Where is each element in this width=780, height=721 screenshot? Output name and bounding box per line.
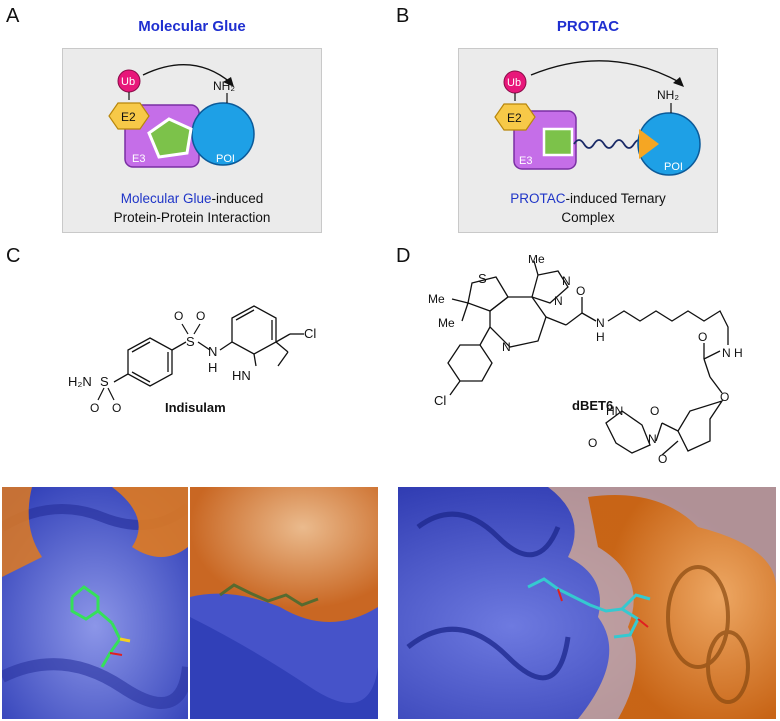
n-atom: N — [648, 432, 657, 446]
glutarimide-nh: HN — [606, 404, 623, 418]
panel-a-title: Molecular Glue — [138, 18, 246, 35]
h-atom: H — [734, 346, 743, 360]
nh2-label: NH₂ — [213, 79, 235, 93]
indole-benzene-ring — [231, 305, 277, 355]
o-atom: O — [196, 309, 205, 323]
protac-diagram: E3 POI NH₂ Ub E2 — [494, 60, 701, 176]
warhead-shape — [639, 129, 659, 159]
triazole-ring — [531, 270, 569, 304]
h-atom: H — [208, 360, 217, 375]
o-atom: O — [698, 330, 707, 344]
o-atom: O — [174, 309, 183, 323]
ubiquitin-transfer-arrow — [142, 64, 232, 84]
chlorophenyl-ring — [447, 344, 493, 382]
n-atom: N — [596, 316, 605, 330]
ubiquitin-transfer-arrow — [530, 60, 682, 84]
o-atom: O — [112, 401, 121, 415]
s-atom: S — [478, 271, 487, 286]
arrowhead-icon — [223, 77, 234, 87]
indisulam-structure: S O O N H HN Cl S H₂N O O — [68, 305, 316, 415]
o-atom: O — [576, 284, 585, 298]
n-atom: N — [502, 340, 511, 354]
panel-b-caption-line2: Complex — [561, 210, 615, 225]
n-atom: N — [722, 346, 731, 360]
panel-letter-b: B — [396, 5, 410, 27]
panel-b-title: PROTAC — [556, 18, 620, 35]
dbet6-ternary-complex-render — [398, 487, 776, 719]
linker-shape — [573, 139, 645, 149]
e3-label: E3 — [132, 153, 145, 165]
indole-nh-atom: HN — [232, 368, 251, 383]
molecular-glue-shape — [147, 117, 193, 159]
n-atom: N — [208, 344, 217, 359]
methyl-group: Me — [428, 292, 445, 306]
benzene-ring — [127, 337, 173, 387]
o-atom: O — [588, 436, 597, 450]
protac-schematic: E3 POI NH₂ Ub E2 PROTAC-induced Ternary … — [458, 48, 718, 233]
nh2-label: NH₂ — [657, 88, 679, 102]
ub-label: Ub — [121, 76, 135, 88]
panel-b-caption-rest: -induced Ternary — [565, 191, 666, 206]
n-atom: N — [554, 294, 563, 308]
molecular-glue-diagram: E3 POI NH₂ Ub E2 — [108, 64, 255, 168]
o-atom: O — [658, 452, 667, 466]
phthalimide-ring — [677, 399, 724, 452]
panel-a-caption-rest: -induced — [211, 191, 264, 206]
panel-a-caption-line2: Protein-Protein Interaction — [113, 210, 271, 225]
panel-a-caption-highlight: Molecular Glue — [120, 191, 212, 206]
indisulam-name: Indisulam — [165, 400, 226, 415]
h-atom: H — [596, 330, 605, 344]
panel-b-caption-highlight: PROTAC — [510, 191, 566, 206]
diazepine-ring — [489, 296, 547, 348]
panel-letter-c: C — [6, 245, 21, 267]
n-atom: N — [562, 274, 571, 288]
ub-label: Ub — [507, 77, 521, 89]
indisulam-binding-render-1 — [2, 487, 188, 719]
e2-label: E2 — [507, 111, 522, 125]
panel-b-caption: PROTAC-induced Ternary Complex — [459, 189, 717, 227]
dbet6-structure: Me Me Me S N N N O N H N H O O Cl HN O O… — [428, 255, 743, 466]
poi-label: POI — [216, 153, 235, 165]
arrowhead-icon — [673, 77, 684, 87]
s-atom: S — [100, 374, 109, 389]
poi-shape — [191, 102, 255, 166]
o-atom: O — [720, 390, 729, 404]
panel-letter-a: A — [6, 5, 20, 27]
poi-label: POI — [664, 161, 683, 173]
indisulam-binding-render-2 — [190, 487, 378, 719]
methyl-group: Me — [528, 255, 545, 266]
s-atom: S — [186, 334, 195, 349]
h2n-group: H₂N — [68, 374, 92, 389]
dbet6-name: dBET6 — [572, 398, 614, 413]
cl-atom: Cl — [434, 393, 446, 408]
e3-binder-shape — [542, 127, 574, 157]
panel-letter-d: D — [396, 245, 411, 267]
e2-shape — [494, 103, 536, 131]
molecular-glue-schematic: E3 POI NH₂ Ub E2 Molecular Glue-induced … — [62, 48, 322, 233]
e2-label: E2 — [121, 110, 136, 124]
e2-shape — [108, 102, 150, 130]
panel-a-caption: Molecular Glue-induced Protein-Protein I… — [63, 189, 321, 227]
o-atom: O — [90, 401, 99, 415]
poi-shape — [637, 112, 701, 176]
e3-label: E3 — [519, 155, 532, 167]
methyl-group: Me — [438, 316, 455, 330]
thiophene-ring — [467, 276, 509, 312]
o-atom: O — [650, 404, 659, 418]
cl-atom: Cl — [304, 326, 316, 341]
glutarimide-ring — [605, 410, 651, 454]
